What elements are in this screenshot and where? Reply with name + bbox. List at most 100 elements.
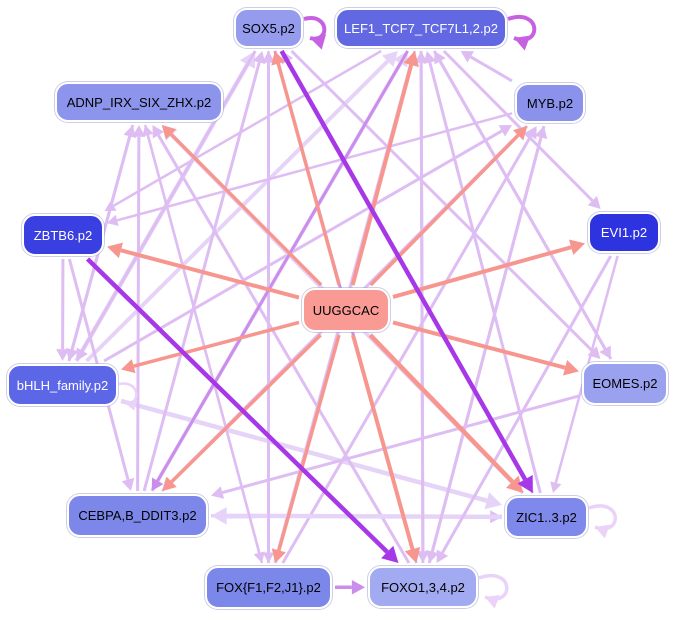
node-label-cebpa: CEBPA,B_DDIT3.p2 <box>78 508 197 523</box>
edge-uuggcac-lef1-arrowhead <box>403 51 419 67</box>
edge-sox5-fox-arrowhead <box>262 552 275 563</box>
edge-uuggcac-eomes <box>392 320 566 370</box>
edge-adnp-fox <box>143 124 261 554</box>
self-loop-lef1 <box>507 15 537 42</box>
edge-evi1-zic-arrowhead <box>550 481 562 493</box>
node-lef1[interactable]: LEF1_TCF7_TCF7L1,2.p2 <box>335 8 507 48</box>
edge-uuggcac-cebpa <box>170 333 322 484</box>
node-eomes[interactable]: EOMES.p2 <box>582 362 668 405</box>
edge-lef1-eomes <box>432 50 607 350</box>
edge-fox-foxo-arrowhead <box>351 579 365 595</box>
edge-myb-lef1 <box>470 55 513 83</box>
edge-uuggcac-adnp <box>169 133 323 287</box>
edge-cebpa-sox5-arrowhead <box>252 51 266 65</box>
edge-lef1-eomes-arrowhead <box>599 345 611 359</box>
edge-sox5-zic <box>279 49 528 481</box>
edge-uuggcac-sox5-arrowhead <box>271 51 286 66</box>
edge-zbtb6-foxo-arrowhead <box>381 545 399 563</box>
edge-zic-cebpa-arrowhead <box>211 507 227 525</box>
edge-sox5-zic-arrowhead <box>517 475 533 493</box>
node-label-adnp: ADNP_IRX_SIX_ZHX.p2 <box>66 94 212 110</box>
edge-uuggcac-evi1 <box>392 245 572 299</box>
edge-lef1-cebpa-arrowhead <box>151 477 164 491</box>
edge-uuggcac-zic-arrowhead <box>506 475 524 493</box>
node-label-foxo: FOXO1,3,4.p2 <box>381 579 465 595</box>
self-loop-zic-arrowhead <box>595 524 610 539</box>
edge-uuggcac-fox-arrowhead <box>271 548 286 563</box>
edge-uuggcac-myb <box>369 134 520 287</box>
edge-sox5-bhlh-arrowhead <box>76 347 88 361</box>
node-label-bhlh: bHLH_family.p2 <box>16 377 109 393</box>
self-loop-zic <box>588 504 618 531</box>
node-adnp[interactable]: ADNP_IRX_SIX_ZHX.p2 <box>55 82 223 122</box>
edge-myb-zbtb6-arrowhead <box>107 214 119 226</box>
edge-lef1-cebpa <box>156 50 409 482</box>
node-zbtb6[interactable]: ZBTB6.p2 <box>22 214 104 256</box>
edge-sox5-bhlh <box>80 50 257 352</box>
edge-adnp-fox-arrowhead <box>253 551 265 563</box>
self-loop-foxo-arrowhead <box>485 594 500 609</box>
node-bhlh[interactable]: bHLH_family.p2 <box>7 364 118 406</box>
edge-fox-myb-arrowhead <box>525 126 537 140</box>
edge-sox5-eomes <box>290 49 594 352</box>
edge-uuggcac-lef1 <box>350 64 414 286</box>
edge-zbtb6-bhlh-arrowhead <box>56 349 70 361</box>
node-evi1[interactable]: EVI1.p2 <box>588 212 660 253</box>
node-label-fox: FOX{F1,F2,J1}.p2 <box>216 580 321 595</box>
edge-uuggcac-foxo <box>351 334 415 550</box>
edge-zbtb6-foxo <box>85 257 389 554</box>
edge-uuggcac-fox <box>277 334 341 551</box>
node-uuggcac[interactable]: UUGGCAC <box>302 288 390 332</box>
edge-lef1-evi1 <box>442 49 594 202</box>
edge-uuggcac-myb-arrowhead <box>512 126 528 141</box>
edge-cebpa-adnp <box>136 136 141 492</box>
edge-uuggcac-cebpa-arrowhead <box>162 476 177 491</box>
edge-uuggcac-zbtb6-arrowhead <box>107 242 123 259</box>
node-label-myb: MYB.p2 <box>526 95 574 111</box>
edge-lef1-foxo-arrowhead <box>416 551 430 563</box>
edge-eomes-cebpa <box>221 394 580 494</box>
edge-zbtb6-cebpa-arrowhead <box>121 477 135 491</box>
edge-uuggcac-bhlh <box>133 320 300 368</box>
self-loop-sox5-arrowhead <box>310 34 327 50</box>
edge-lef1-zbtb6 <box>112 49 382 207</box>
edge-evi1-foxo <box>441 255 612 554</box>
self-loop-foxo <box>478 574 509 601</box>
edge-zic-lef1-arrowhead <box>423 51 437 65</box>
node-label-sox5: SOX5.p2 <box>242 20 295 36</box>
edge-uuggcac-foxo-arrowhead <box>404 546 421 563</box>
edge-cebpa-adnp-arrowhead <box>132 125 146 137</box>
edge-uuggcac-zic <box>368 333 514 484</box>
edge-bhlh-myb-arrowhead <box>498 124 512 137</box>
edge-myb-zbtb6 <box>116 112 513 222</box>
edge-lef1-evi1-arrowhead <box>587 196 601 209</box>
edge-zic-cebpa <box>226 513 503 520</box>
self-loop-bhlh-arrowhead <box>125 399 137 411</box>
node-myb[interactable]: MYB.p2 <box>515 83 585 123</box>
node-label-lef1: LEF1_TCF7_TCF7L1,2.p2 <box>344 20 498 36</box>
node-foxo[interactable]: FOXO1,3,4.p2 <box>368 566 478 608</box>
node-fox[interactable]: FOX{F1,F2,J1}.p2 <box>205 566 332 609</box>
edge-uuggcac-adnp-arrowhead <box>161 125 177 140</box>
edge-uuggcac-sox5 <box>276 63 341 286</box>
edge-myb-foxo <box>430 125 546 552</box>
node-label-zic: ZIC1..3.p2 <box>516 509 577 525</box>
edge-adnp-bhlh-arrowhead <box>65 347 79 361</box>
edge-bhlh-myb <box>103 129 503 363</box>
node-zic[interactable]: ZIC1..3.p2 <box>505 496 588 538</box>
edge-bhlh-zic-arrowhead <box>484 492 502 510</box>
edge-uuggcac-zbtb6 <box>120 248 300 300</box>
edge-myb-foxo-arrowhead <box>426 549 439 563</box>
edge-uuggcac-evi1-arrowhead <box>568 239 585 255</box>
edge-uuggcac-eomes-arrowhead <box>563 359 579 376</box>
node-cebpa[interactable]: CEBPA,B_DDIT3.p2 <box>67 494 208 537</box>
edge-evi1-foxo-arrowhead <box>436 549 449 563</box>
self-loop-lef1-arrowhead <box>514 35 531 51</box>
edge-foxo-adnp-arrowhead <box>152 125 165 139</box>
node-label-evi1: EVI1.p2 <box>600 225 648 240</box>
edge-foxo-adnp <box>157 134 411 564</box>
node-sox5[interactable]: SOX5.p2 <box>234 8 303 48</box>
edge-eomes-cebpa-arrowhead <box>211 486 225 499</box>
